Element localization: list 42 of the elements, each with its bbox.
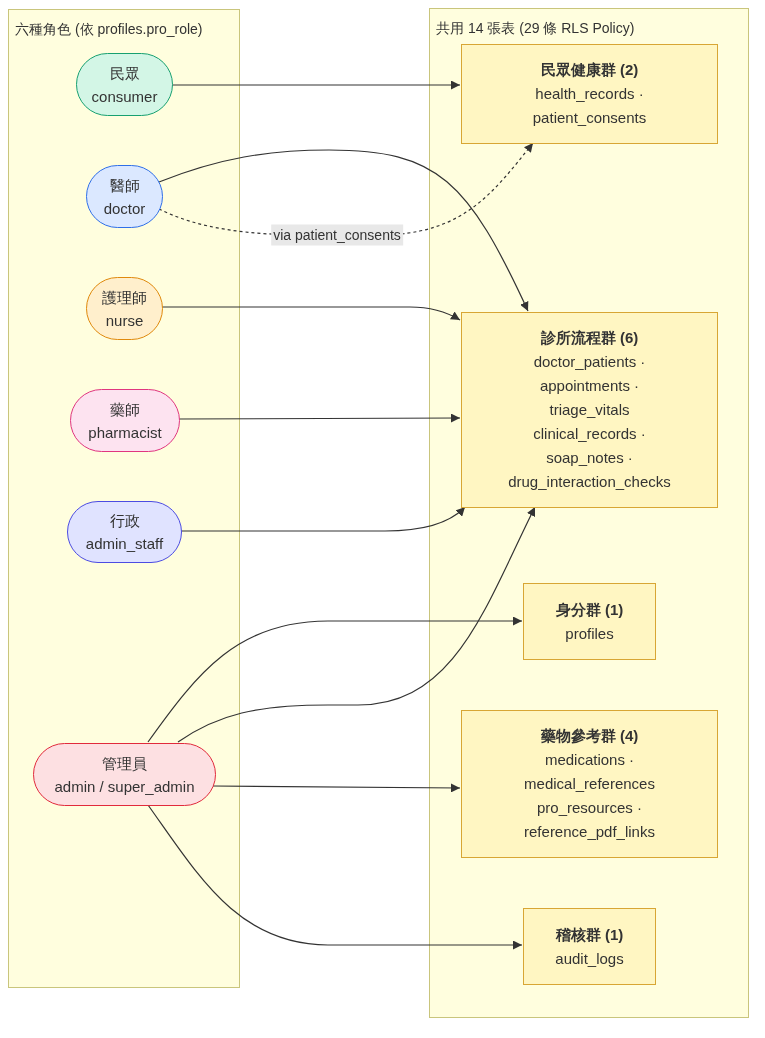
table-list: medications · medical_references pro_resources · reference_pdf_links: [504, 748, 675, 844]
arrow: [158, 149, 529, 312]
arrow: [171, 80, 461, 90]
table-group-heading: 稽核群 (1): [555, 924, 624, 945]
role-name: 藥師: [110, 399, 140, 420]
table-group-box: [523, 583, 656, 660]
arrow: [212, 783, 461, 793]
table-group-heading: 診所流程群 (6): [540, 328, 639, 348]
group-title: 六種角色 (依 profiles.pro_role): [15, 20, 203, 39]
arrow: [177, 506, 536, 743]
arrow: [147, 804, 523, 950]
role-name: 管理員: [102, 753, 147, 774]
role-code: doctor: [103, 198, 146, 219]
arrow: [161, 306, 461, 321]
table-list: audit_logs: [555, 946, 624, 971]
table-list: health_records · patient_consents: [504, 82, 675, 130]
role-code: admin_staff: [85, 534, 164, 554]
role-pill: [86, 165, 163, 228]
arrow: [147, 616, 523, 743]
role-code: admin / super_admin: [54, 776, 195, 797]
role-name: 護理師: [102, 287, 147, 308]
table-list: profiles: [565, 621, 614, 646]
role-code: nurse: [105, 310, 144, 331]
table-group-box: [461, 312, 718, 508]
role-name: 行政: [109, 511, 140, 531]
table-list: doctor_patients · appointments · triage_vitals clinical_records · soap_notes · drug_interaction_checks: [504, 350, 675, 494]
role-name: 民眾: [109, 63, 140, 84]
role-code: pharmacist: [88, 422, 162, 443]
role-name: 醫師: [109, 175, 140, 196]
role-code: consumer: [91, 86, 158, 107]
arrow: [180, 506, 466, 532]
group-title: 共用 14 張表 (29 條 RLS Policy): [436, 19, 635, 38]
table-group-heading: 身分群 (1): [555, 599, 624, 620]
group-panel: [429, 8, 749, 1018]
table-group-heading: 藥物參考群 (4): [540, 726, 639, 746]
table-group-box: [461, 710, 718, 858]
table-group-heading: 民眾健康群 (2): [540, 60, 639, 80]
group-panel: [8, 9, 240, 988]
table-group-box: [523, 908, 656, 985]
table-group-box: [461, 44, 718, 144]
edge-label: via patient_consents: [271, 224, 403, 246]
arrow: [178, 413, 461, 423]
